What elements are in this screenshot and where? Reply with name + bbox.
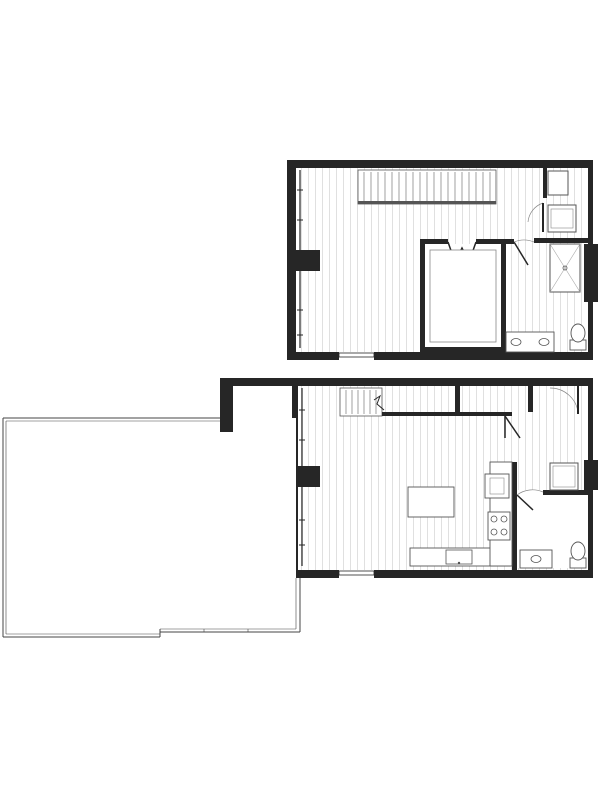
upper-wall-right-thick <box>584 244 598 302</box>
terrace <box>2 417 301 638</box>
upper-bath-door <box>513 241 529 266</box>
bedroom-wall-top-left <box>420 239 448 244</box>
storage-wall <box>455 384 460 416</box>
bedroom-wall-right <box>501 239 506 352</box>
bed <box>429 249 497 343</box>
upper-level <box>287 160 598 360</box>
lower-wall-left-top <box>220 378 233 433</box>
upper-stair <box>357 169 497 205</box>
washer <box>547 170 569 196</box>
storage-door <box>504 415 521 439</box>
upper-column <box>290 250 320 271</box>
upper-vanity <box>505 331 555 353</box>
kitchen <box>407 461 513 567</box>
lower-vanity <box>519 549 553 569</box>
cooktop <box>487 511 511 541</box>
upper-toilet <box>569 323 587 351</box>
upper-wall-top <box>287 160 591 168</box>
lower-washer <box>549 462 579 491</box>
bedroom-wall-left <box>420 239 425 352</box>
lower-level <box>2 378 598 638</box>
upper-wall-bottom-left <box>287 352 339 360</box>
upper-bath-wall-top <box>534 238 588 243</box>
dryer <box>547 204 577 233</box>
bedroom-wall-top-right <box>476 239 506 244</box>
lower-toilet <box>569 541 587 569</box>
lower-column <box>290 466 320 487</box>
upper-wall-bottom-right <box>374 352 591 360</box>
lower-bath-door <box>516 494 534 511</box>
kitchen-island <box>407 486 455 518</box>
lower-stair <box>339 387 458 417</box>
lower-bath-wall-left <box>512 462 517 570</box>
lower-bath-wall-top <box>543 490 590 495</box>
refrigerator <box>484 473 510 499</box>
lower-wall-bottom-right <box>374 570 591 578</box>
lower-wall-bottom-left <box>287 570 339 578</box>
lower-wall-top <box>220 378 591 386</box>
closet-door <box>527 202 544 223</box>
